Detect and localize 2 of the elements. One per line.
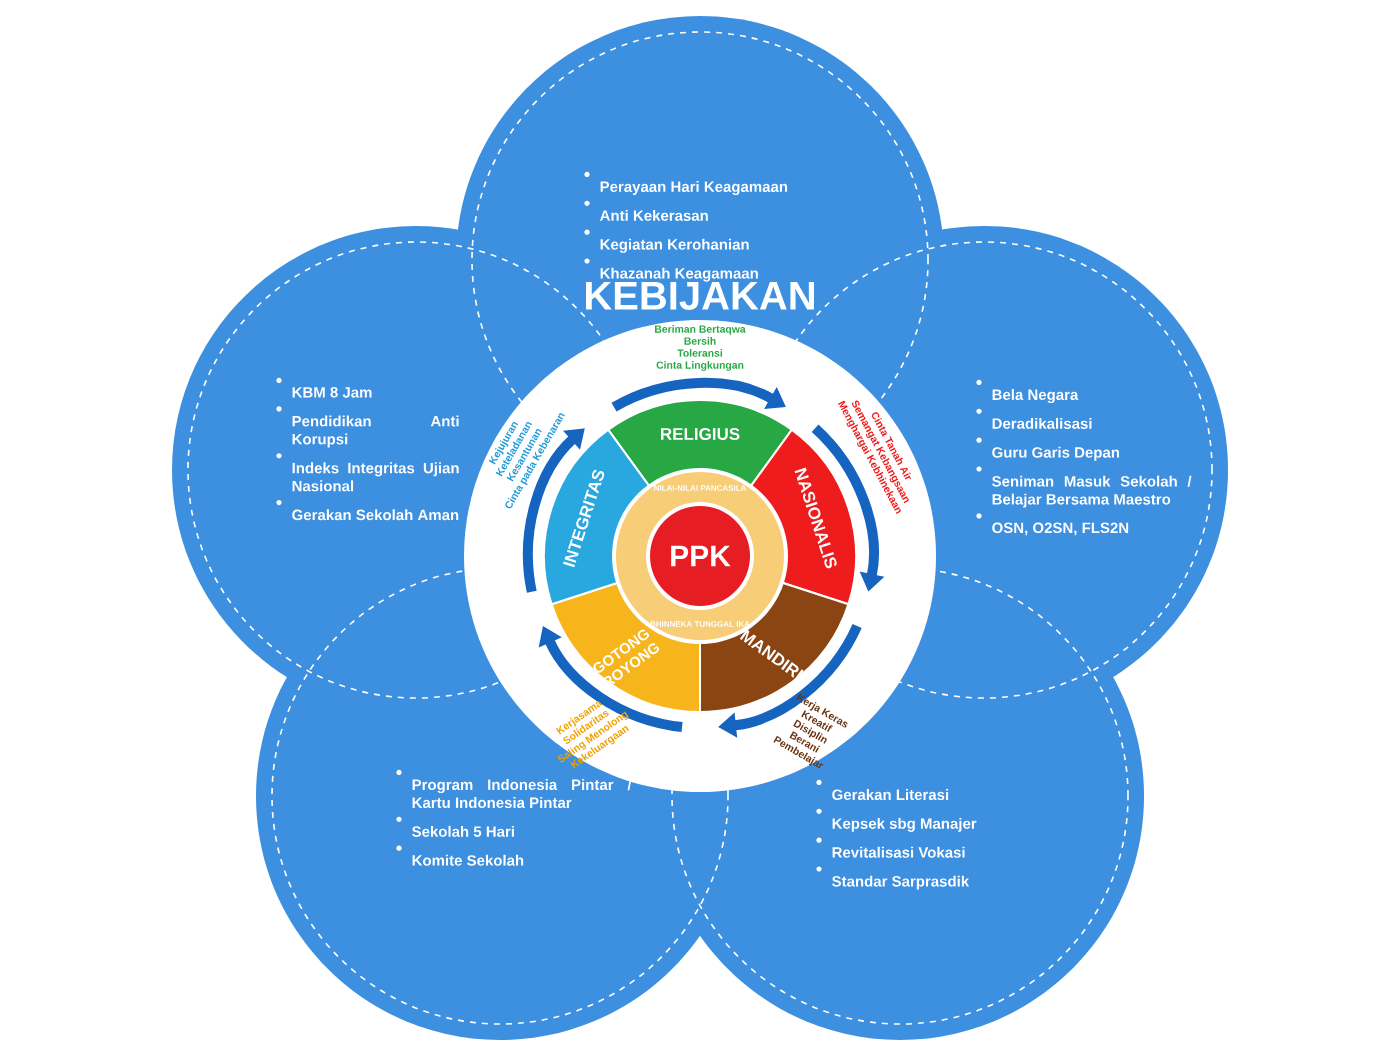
segment-label: RELIGIUS bbox=[661, 428, 740, 440]
node-label: KEBIJAKAN bbox=[586, 282, 814, 310]
